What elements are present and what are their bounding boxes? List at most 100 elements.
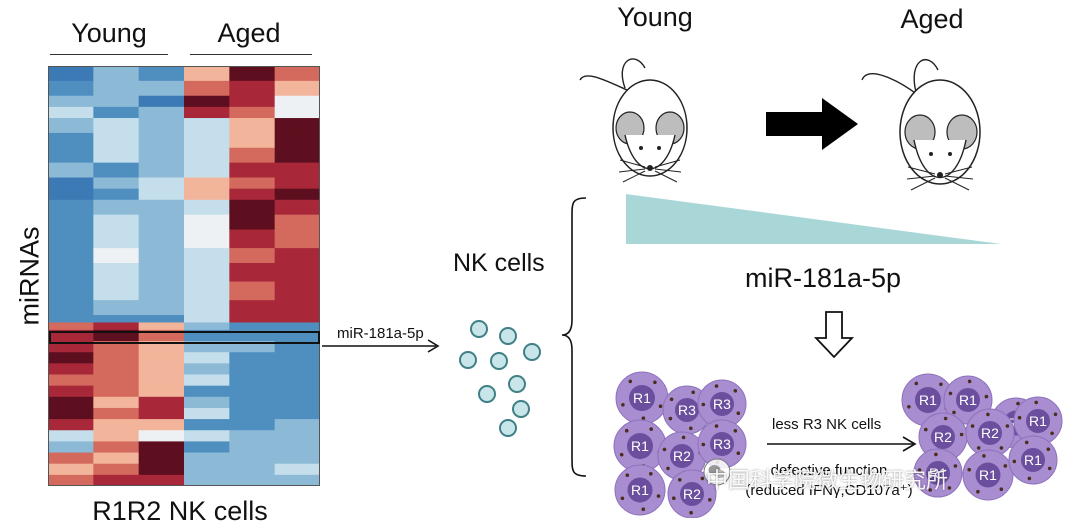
heatmap-cell: [184, 463, 230, 476]
heatmap-cell: [48, 199, 94, 216]
heatmap-cell: [274, 452, 320, 465]
heatmap-cell: [229, 118, 276, 134]
heatmap-cell: [274, 430, 320, 442]
heatmap-cell: [274, 95, 320, 108]
heatmap-cell: [229, 162, 276, 179]
nk-cell-r1: R1: [615, 371, 669, 425]
heatmap-cell: [229, 80, 276, 97]
aged-mouse-icon: [861, 59, 981, 191]
heatmap-cell: [93, 118, 140, 134]
heatmap-cell: [184, 300, 230, 316]
heatmap-cell: [229, 199, 276, 216]
heatmap-cell: [48, 430, 94, 442]
heatmap: [48, 66, 320, 486]
svg-text:R1: R1: [631, 438, 649, 454]
heatmap-cell: [138, 441, 185, 454]
svg-text:R1: R1: [633, 390, 651, 406]
nk-cell-r1: R1: [1008, 435, 1058, 485]
heatmap-cell: [48, 132, 94, 149]
svg-text:R3: R3: [678, 402, 696, 418]
heatmap-cell: [184, 248, 230, 264]
nk-cell-r1: R1: [614, 464, 666, 516]
heatmap-to-nk-arrow: [322, 339, 440, 353]
heatmap-cell: [48, 396, 94, 409]
heatmap-cell: [184, 188, 230, 201]
heatmap-cell: [48, 474, 94, 486]
heatmap-cell: [138, 341, 185, 353]
heatmap-cell: [274, 385, 320, 398]
heatmap-cell: [229, 452, 276, 465]
nk-cell-r2: R2: [965, 408, 1015, 458]
heatmap-cell: [274, 106, 320, 119]
heatmap-cell: [229, 281, 276, 301]
heatmap-cell: [184, 352, 230, 364]
heatmap-cell: [138, 385, 185, 398]
heatmap-cell: [184, 374, 230, 387]
heatmap-cell: [48, 329, 94, 342]
heatmap-cell: [229, 188, 276, 201]
nk-cluster-aged: R1R1R1R2R2R1R1R1R1: [901, 373, 1063, 501]
heatmap-cell: [138, 162, 185, 179]
heatmap-cell: [93, 248, 140, 264]
heatmap-cell: [93, 106, 140, 119]
heatmap-cell: [184, 396, 230, 409]
heatmap-cell: [274, 329, 320, 342]
heatmap-cell: [229, 474, 276, 486]
heatmap-cell: [184, 106, 230, 119]
heatmap-cell: [93, 396, 140, 409]
heatmap-y-label: miRNAs: [14, 226, 45, 326]
heatmap-cell: [184, 441, 230, 454]
heatmap-cell: [93, 214, 140, 231]
heatmap-cell: [48, 374, 94, 387]
heatmap-cell: [93, 352, 140, 364]
heatmap-cell: [93, 132, 140, 149]
group-label-aged: Aged: [217, 18, 281, 48]
heatmap-cell: [184, 385, 230, 398]
heatmap-cell: [274, 118, 320, 134]
heatmap-cell: [93, 452, 140, 465]
heatmap-cell: [138, 188, 185, 201]
heatmap-cell: [229, 463, 276, 476]
heatmap-cell: [48, 95, 94, 108]
heatmap-cell: [138, 106, 185, 119]
heatmap-cell: [93, 407, 140, 420]
heatmap-cell: [229, 441, 276, 454]
mouse-label-young: Young: [617, 2, 693, 32]
heatmap-cell: [138, 407, 185, 420]
heatmap-cell: [229, 329, 276, 342]
nk-cell-r3: R3: [697, 379, 747, 429]
heatmap-cell: [184, 95, 230, 108]
heatmap-cell: [229, 363, 276, 375]
arrow-label-mir: miR-181a-5p: [337, 325, 424, 342]
svg-text:R1: R1: [959, 392, 977, 408]
heatmap-cell: [138, 80, 185, 97]
heatmap-cell: [138, 147, 185, 164]
mir-decline-triangle: [626, 194, 1001, 244]
nk-dot: [523, 343, 541, 361]
heatmap-cell: [274, 407, 320, 420]
heatmap-cell: [274, 315, 320, 323]
heatmap-cell: [48, 177, 94, 190]
heatmap-cell: [48, 322, 94, 331]
heatmap-cell: [48, 441, 94, 454]
wechat-icon: [703, 458, 731, 486]
svg-text:R3: R3: [713, 436, 731, 452]
heatmap-cell: [184, 229, 230, 249]
heatmap-cell: [274, 147, 320, 164]
heatmap-cell: [274, 363, 320, 375]
heatmap-cell: [184, 452, 230, 465]
svg-text:R1: R1: [919, 392, 937, 408]
heatmap-cell: [229, 106, 276, 119]
heatmap-cell: [138, 374, 185, 387]
heatmap-cell: [229, 229, 276, 249]
heatmap-cell: [184, 66, 230, 82]
heatmap-cell: [138, 329, 185, 342]
svg-text:R3: R3: [713, 396, 731, 412]
heatmap-cell: [138, 322, 185, 331]
svg-text:R2: R2: [934, 429, 952, 445]
heatmap-cell: [274, 463, 320, 476]
heatmap-cell: [184, 281, 230, 301]
svg-text:R1: R1: [929, 465, 947, 481]
heatmap-cell: [138, 66, 185, 82]
heatmap-cell: [48, 407, 94, 420]
